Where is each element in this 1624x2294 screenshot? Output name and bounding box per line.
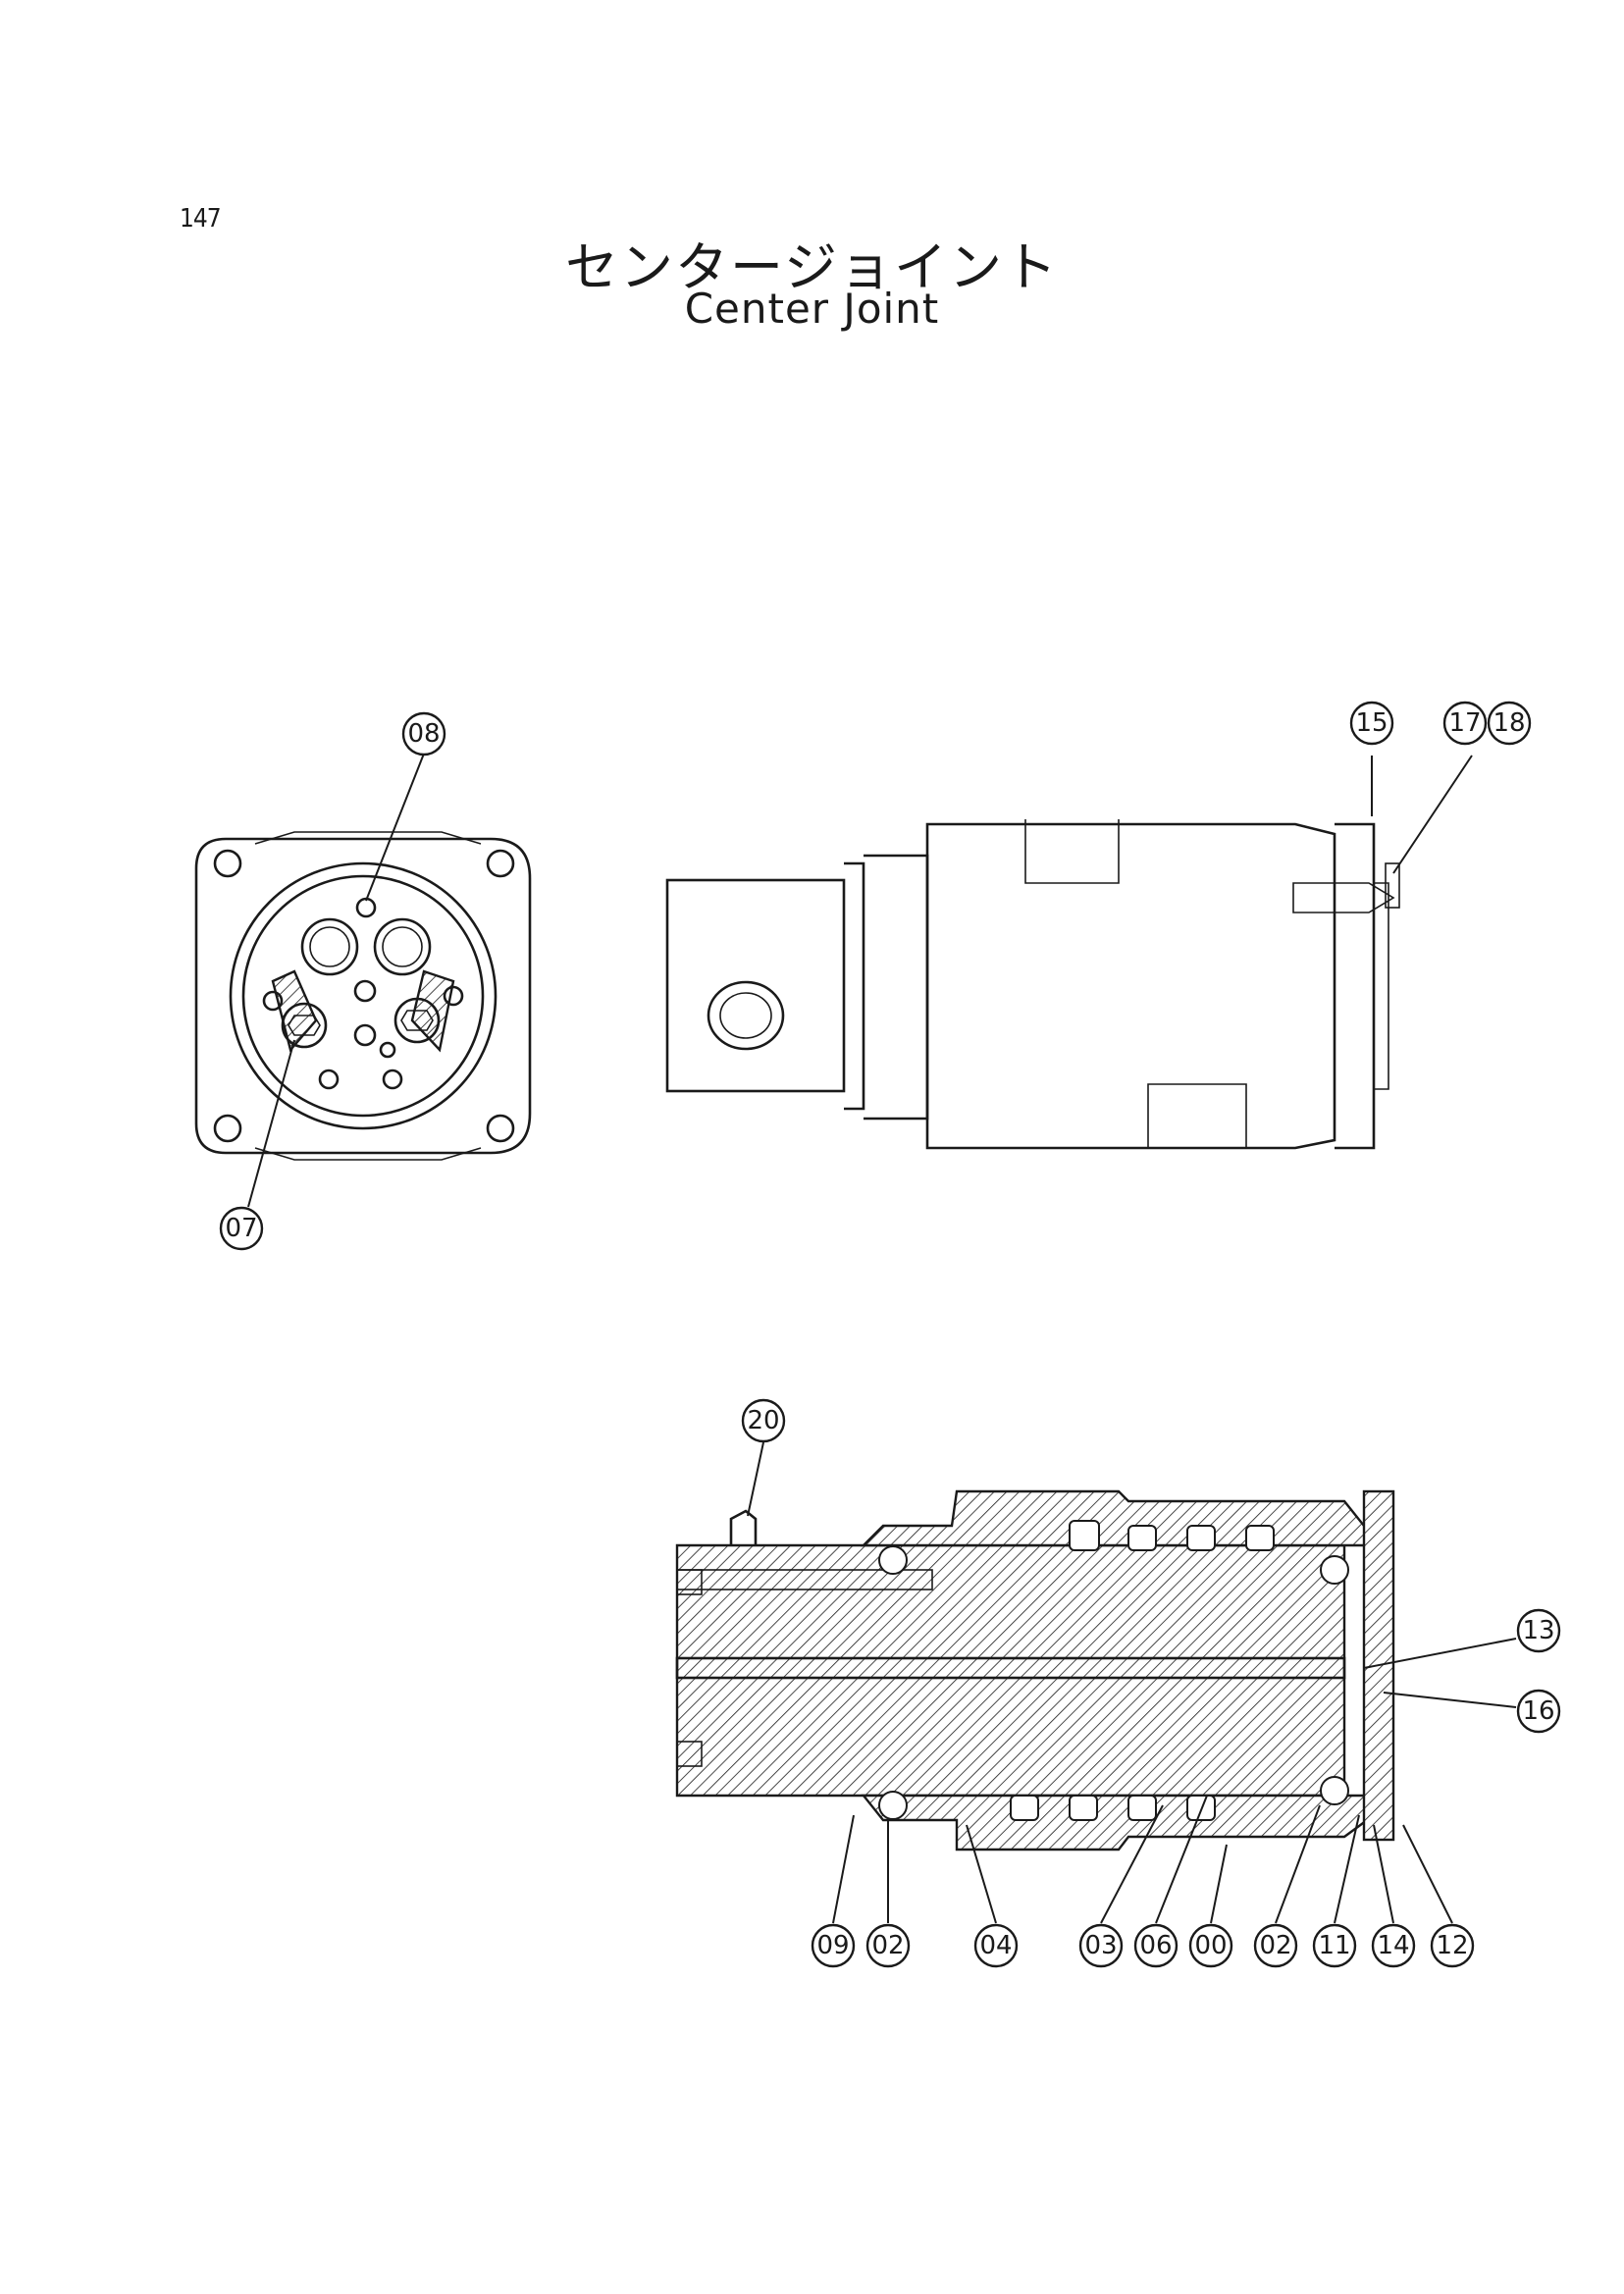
bolt-hole-top-left bbox=[213, 849, 242, 878]
callout-20: 20 bbox=[741, 1398, 786, 1443]
callout-04: 04 bbox=[973, 1923, 1019, 1968]
svg-text:18: 18 bbox=[1493, 708, 1525, 738]
page-number: 147 bbox=[180, 204, 222, 234]
grease-fitting bbox=[729, 1509, 758, 1545]
port-small-top bbox=[355, 897, 377, 918]
callout-18: 18 bbox=[1487, 701, 1532, 746]
bolt-hole-bottom-right bbox=[486, 1114, 515, 1143]
callout-16: 16 bbox=[1516, 1689, 1561, 1734]
svg-text:00: 00 bbox=[1194, 1931, 1227, 1960]
section-housing-bottom bbox=[861, 1794, 1376, 1851]
callout-13: 13 bbox=[1516, 1608, 1561, 1653]
callout-17: 17 bbox=[1442, 701, 1488, 746]
callout-15: 15 bbox=[1349, 701, 1394, 746]
svg-text:03: 03 bbox=[1084, 1931, 1117, 1960]
end-view-outer-ring bbox=[229, 861, 498, 1130]
svg-text:04: 04 bbox=[979, 1931, 1012, 1960]
end-view-inner-ring bbox=[241, 874, 485, 1118]
svg-text:15: 15 bbox=[1355, 708, 1388, 738]
svg-text:17: 17 bbox=[1448, 708, 1481, 738]
callout-08: 08 bbox=[401, 711, 446, 756]
svg-text:13: 13 bbox=[1522, 1616, 1554, 1645]
svg-text:02: 02 bbox=[1259, 1931, 1291, 1960]
section-housing-top bbox=[861, 1489, 1376, 1547]
end-view-flange bbox=[194, 837, 532, 1155]
svg-text:11: 11 bbox=[1318, 1931, 1350, 1960]
side-port bbox=[707, 980, 785, 1051]
svg-text:12: 12 bbox=[1436, 1931, 1468, 1960]
port-hex-right bbox=[393, 997, 441, 1044]
callout-11: 11 bbox=[1312, 1923, 1357, 1968]
svg-text:08: 08 bbox=[407, 719, 440, 749]
svg-text:06: 06 bbox=[1139, 1931, 1172, 1960]
callout-14: 14 bbox=[1371, 1923, 1416, 1968]
title-japanese: センタージョイント bbox=[565, 236, 1059, 298]
port-large-right bbox=[373, 917, 432, 976]
callout-03: 03 bbox=[1078, 1923, 1124, 1968]
leader-lines bbox=[247, 753, 1517, 1924]
shaft-stub bbox=[665, 878, 846, 1093]
svg-text:07: 07 bbox=[225, 1214, 257, 1243]
side-view bbox=[665, 819, 1400, 1150]
svg-text:16: 16 bbox=[1522, 1696, 1554, 1726]
callout-12: 12 bbox=[1430, 1923, 1475, 1968]
bolt-hole-bottom-left bbox=[213, 1114, 242, 1143]
bolt-hole-top-right bbox=[486, 849, 515, 878]
svg-text:14: 14 bbox=[1377, 1931, 1409, 1960]
body-outline bbox=[925, 822, 1336, 1150]
end-view bbox=[194, 831, 532, 1161]
section-shaft bbox=[675, 1543, 1346, 1798]
callout-06: 06 bbox=[1133, 1923, 1179, 1968]
section-view bbox=[675, 1489, 1395, 1851]
callout-00: 00 bbox=[1188, 1923, 1233, 1968]
port-large-left bbox=[300, 917, 359, 976]
svg-text:02: 02 bbox=[871, 1931, 904, 1960]
callout-09: 09 bbox=[811, 1923, 856, 1968]
callout-02-right: 02 bbox=[1253, 1923, 1298, 1968]
callout-02-left: 02 bbox=[865, 1923, 911, 1968]
svg-text:09: 09 bbox=[816, 1931, 849, 1960]
title-english: Center Joint bbox=[684, 285, 940, 333]
port-hex-left bbox=[281, 1002, 328, 1049]
callout-07: 07 bbox=[219, 1206, 264, 1251]
svg-text:20: 20 bbox=[747, 1406, 779, 1435]
end-view-hatched-left bbox=[271, 969, 318, 1053]
